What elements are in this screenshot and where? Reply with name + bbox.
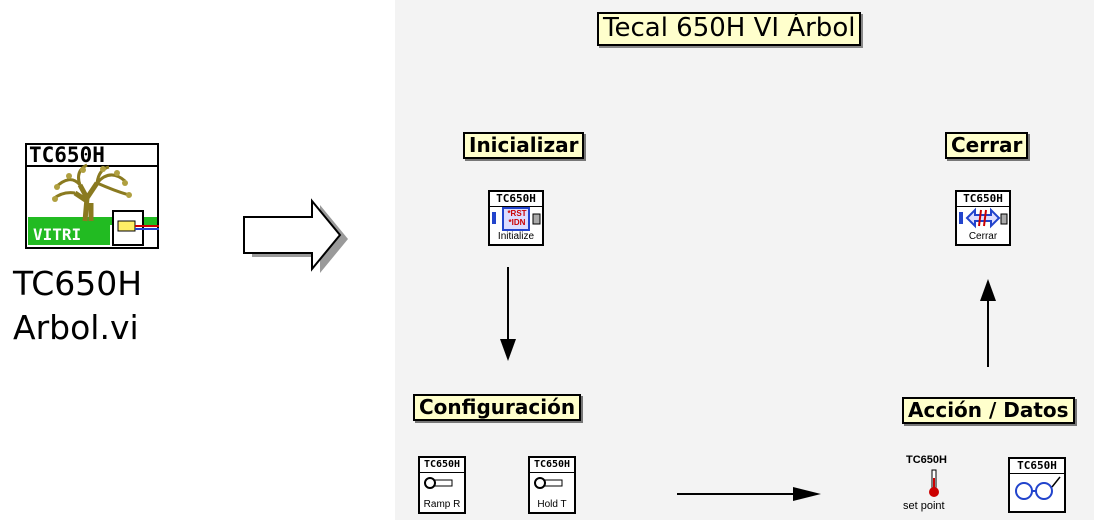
setpoint-vi-header: TC650H	[906, 454, 947, 466]
tree-vi-footer: VITRI	[33, 225, 82, 244]
initialize-vi-header: TC650H	[490, 192, 542, 207]
ramp-vi-header: TC650H	[420, 458, 464, 473]
close-vi-graphic	[959, 207, 1008, 229]
initialize-vi-graphic	[492, 207, 541, 231]
close-vi-icon[interactable]: TC650H Cerrar	[955, 190, 1011, 246]
caption-line-1: TC650H	[13, 264, 143, 303]
wrench-icon	[424, 477, 453, 489]
ramp-rate-vi-icon[interactable]: TC650H Ramp R	[418, 456, 466, 514]
thermometer-icon	[929, 469, 939, 497]
label-inicializar: Inicializar	[463, 132, 585, 159]
tree-vi-icon[interactable]: TC650H VITRI	[25, 143, 160, 249]
hollow-right-arrow	[243, 198, 348, 273]
tree-vi-graphic	[25, 143, 159, 249]
wrench-icon	[534, 477, 563, 489]
glasses-icon	[1015, 476, 1061, 500]
caption-line-2: Arbol.vi	[13, 308, 139, 347]
viewer-vi-header: TC650H	[1010, 459, 1064, 474]
diagram-title: Tecal 650H VI Árbol	[597, 12, 862, 46]
initialize-vi-icon[interactable]: TC650H *RST *IDN Initialize	[488, 190, 544, 246]
ramp-vi-footer: Ramp R	[423, 499, 461, 510]
hold-time-vi-icon[interactable]: TC650H Hold T	[528, 456, 576, 514]
hold-vi-footer: Hold T	[537, 499, 567, 510]
label-configuracion: Configuración	[413, 394, 582, 421]
arrow-init-to-config	[500, 267, 516, 361]
close-vi-footer: Cerrar	[968, 231, 998, 242]
close-vi-header: TC650H	[957, 192, 1009, 207]
viewer-vi-icon[interactable]: TC650H	[1008, 457, 1066, 513]
setpoint-vi-icon[interactable]: TC650H set point	[898, 454, 978, 516]
hold-vi-header: TC650H	[530, 458, 574, 473]
arrow-config-to-action	[677, 487, 821, 501]
label-cerrar: Cerrar	[945, 132, 1029, 159]
tree-vi-header: TC650H	[29, 143, 105, 167]
initialize-vi-footer: Initialize	[497, 231, 535, 242]
initialize-vi-badge: *RST *IDN	[507, 209, 527, 227]
setpoint-vi-footer: set point	[903, 500, 945, 512]
diagram-panel	[395, 0, 1094, 520]
arrow-action-to-close	[980, 279, 996, 367]
label-accion-datos: Acción / Datos	[902, 397, 1075, 424]
source-vi-caption: TC650H Arbol.vi	[13, 262, 183, 350]
